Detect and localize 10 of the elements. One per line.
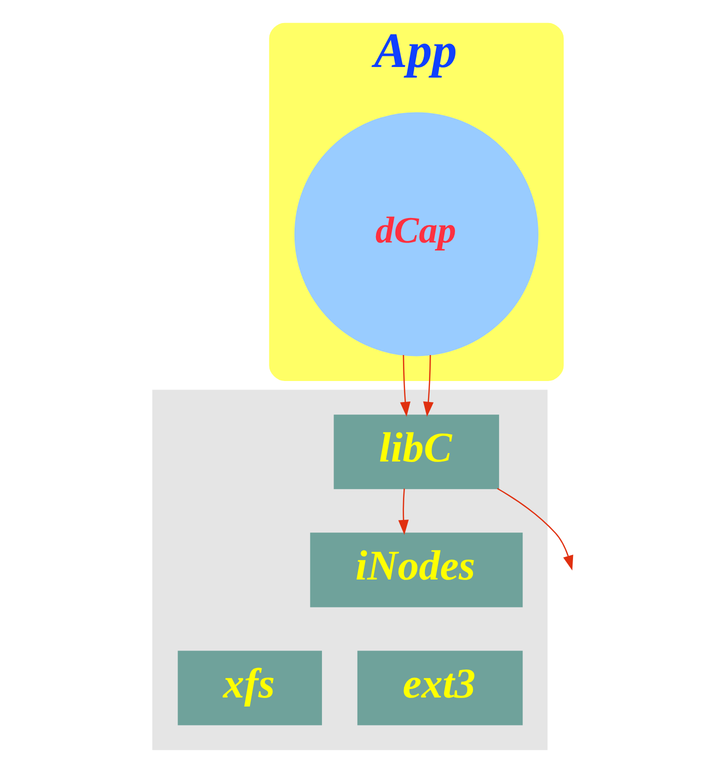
arrow [423,355,434,417]
arrow [497,488,574,570]
node-circle: dCap [294,112,538,356]
cluster [152,390,548,750]
arrow [400,355,410,417]
node-box: ext3 [357,650,523,726]
node-box: libC [334,414,500,490]
node-box: xfs [178,650,322,726]
arrow [398,488,409,535]
node-box: iNodes [310,532,523,608]
